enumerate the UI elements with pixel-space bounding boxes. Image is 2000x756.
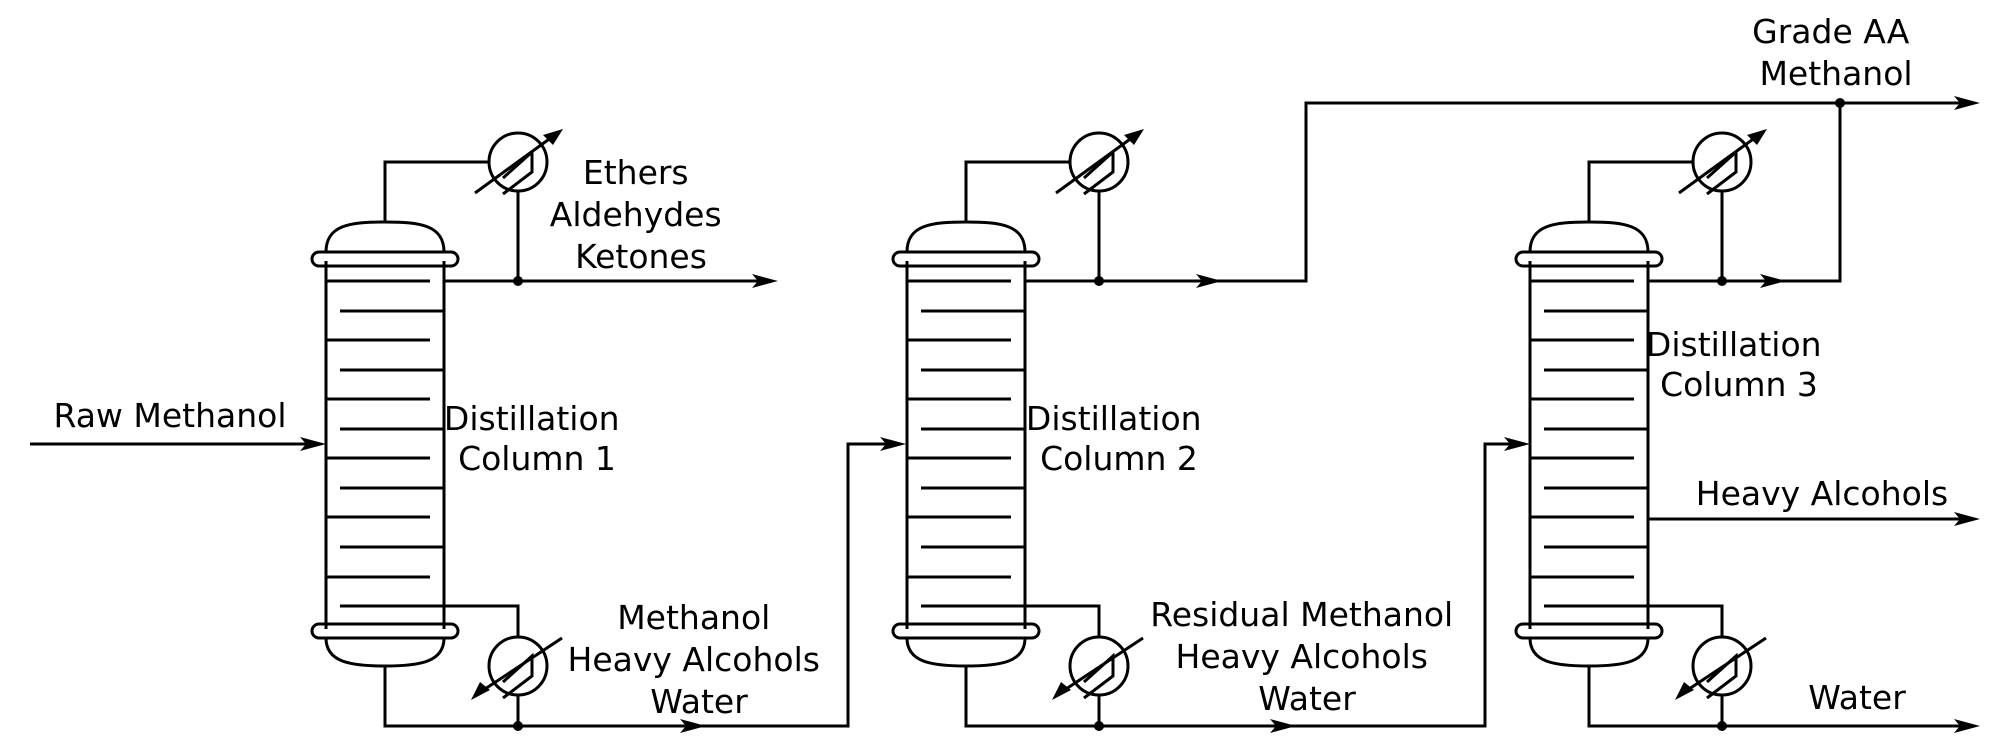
reboiler-3 <box>1634 604 1767 726</box>
column-3-trays <box>1530 279 1648 608</box>
top-product-line-3 <box>1648 98 1845 288</box>
reboiler-1 <box>430 604 563 726</box>
bottoms-2-label: Residual Methanol Heavy Alcohols Water <box>1150 595 1463 718</box>
bottoms-line-1 <box>383 437 906 733</box>
column-2-trays <box>907 279 1025 608</box>
column-2-label: Distillation Column 2 <box>1026 399 1212 478</box>
column-1-label: Distillation Column 1 <box>444 399 630 478</box>
raw-methanol-feed-line <box>30 437 326 451</box>
bottoms-line-3 <box>1587 666 1980 733</box>
bottoms-line-2 <box>964 437 1530 733</box>
condenser-3 <box>1587 129 1767 281</box>
heavy-alcohols-label: Heavy Alcohols <box>1696 474 1948 513</box>
reboiler-2 <box>1011 604 1144 726</box>
water-label: Water <box>1808 678 1906 717</box>
side-draw-line-3 <box>1648 512 1980 526</box>
raw-methanol-label: Raw Methanol <box>53 396 286 435</box>
grade-aa-methanol-label: Grade AA Methanol <box>1752 12 1920 93</box>
top-product-line-1 <box>444 274 778 288</box>
distillation-column-1 <box>310 220 460 668</box>
top-product-line-2 <box>1025 96 1980 288</box>
distillation-column-2 <box>891 220 1041 668</box>
distillation-column-3 <box>1514 220 1664 668</box>
condenser-1 <box>383 129 563 281</box>
bottoms-1-label: Methanol Heavy Alcohols Water <box>568 598 831 721</box>
column-1-trays <box>326 279 444 608</box>
top-product-1-label: Ethers Aldehydes Ketones <box>550 153 732 276</box>
condenser-2 <box>964 129 1144 281</box>
column-3-label: Distillation Column 3 <box>1646 325 1832 404</box>
